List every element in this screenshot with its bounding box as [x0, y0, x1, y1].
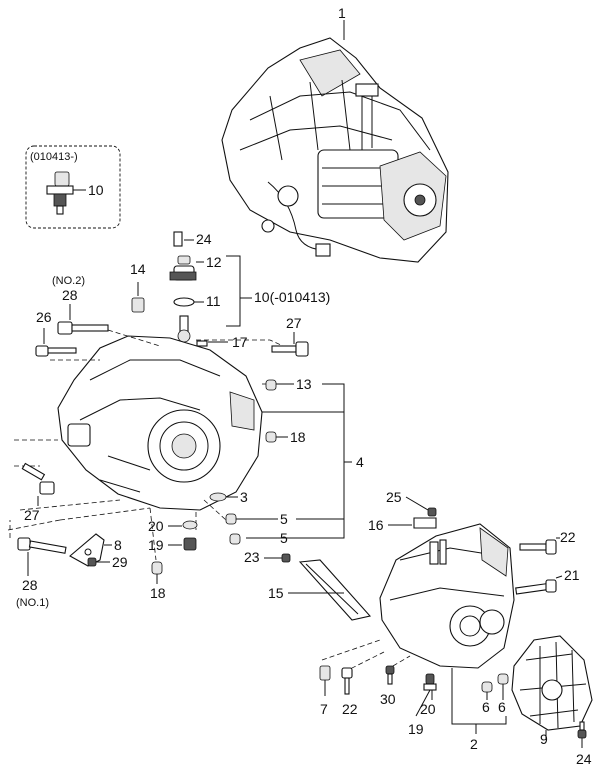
speed-sensor-stack [169, 231, 208, 347]
label-part-24-top: 24 [196, 231, 212, 247]
part-26-bolt [35, 345, 77, 357]
label-part-29: 29 [112, 554, 128, 570]
label-part-21: 21 [564, 567, 580, 583]
part-6-pin-a [481, 681, 493, 693]
label-part-28-top-note: (NO.2) [52, 275, 85, 287]
part-13-plug [265, 379, 277, 391]
label-part-19-bottom: 19 [408, 721, 424, 737]
part-27-right-bolt [271, 341, 309, 357]
inset-part-label: 10 [88, 182, 104, 198]
part-21-bolt [515, 579, 557, 595]
label-part-17: 17 [232, 334, 248, 350]
part-19-plug-left [183, 537, 197, 551]
part-9-cover [511, 635, 593, 731]
part-8-bracket [69, 533, 105, 567]
label-part-14: 14 [130, 261, 146, 277]
label-part-27-left: 27 [24, 507, 40, 523]
label-part-10-date: 10(-010413) [254, 289, 330, 305]
part-18-right-pin [265, 431, 277, 443]
part-19-20-bottom [423, 673, 437, 691]
part-20-washer-left [182, 520, 198, 530]
part-22-top-bolt [519, 539, 557, 555]
part-6-pin-b [497, 673, 509, 685]
label-part-20-left: 20 [148, 518, 164, 534]
label-part-19-left: 19 [148, 537, 164, 553]
part-5-pin-b [229, 533, 241, 545]
inset-date-label: (010413-) [30, 151, 78, 163]
label-part-28-bottom: 28 [22, 577, 38, 593]
label-part-6-b: 6 [498, 699, 506, 715]
part-7-clip [319, 665, 331, 681]
label-part-22-bottom: 22 [342, 701, 358, 717]
part-25-bolt [427, 507, 437, 517]
part-3-washer [209, 492, 227, 502]
label-part-13: 13 [296, 376, 312, 392]
label-part-7: 7 [320, 701, 328, 717]
part-14-plug [131, 282, 145, 313]
part-5-pin-a [225, 513, 237, 525]
label-part-23: 23 [244, 549, 260, 565]
label-part-22-top: 22 [560, 529, 576, 545]
label-part-6-a: 6 [482, 699, 490, 715]
clutch-housing-casting [57, 335, 263, 511]
label-part-5-b: 5 [280, 530, 288, 546]
part-28-lower-bolt [17, 537, 67, 554]
label-part-2: 2 [470, 736, 478, 752]
label-part-1: 1 [338, 5, 346, 21]
part-15-oil-guide [298, 559, 372, 621]
label-part-15: 15 [268, 585, 284, 601]
label-part-5-a: 5 [280, 511, 288, 527]
part-29-nut [87, 557, 97, 567]
label-part-28-top: 28 [62, 287, 78, 303]
label-part-12: 12 [206, 254, 222, 270]
label-part-18-right: 18 [290, 429, 306, 445]
inset-speed-sensor [46, 171, 74, 215]
label-part-26: 26 [36, 309, 52, 325]
label-part-3: 3 [240, 489, 248, 505]
part-16-bracket [413, 517, 437, 529]
part-27-left-bolt [21, 462, 55, 495]
label-part-11: 11 [206, 293, 221, 309]
label-part-30: 30 [380, 691, 396, 707]
part-28-upper-bolt [57, 321, 109, 335]
part-23-bolt [281, 553, 291, 563]
transaxle-assembly: 1 [221, 5, 449, 263]
transmission-case [379, 523, 515, 669]
label-part-20-bottom: 20 [420, 701, 436, 717]
label-part-4: 4 [356, 454, 364, 470]
label-part-9: 9 [540, 731, 548, 747]
part-18-bottom-pin [151, 561, 163, 575]
label-part-18-bottom: 18 [150, 585, 166, 601]
label-part-28-bottom-note: (NO.1) [16, 597, 49, 609]
label-part-8: 8 [114, 537, 122, 553]
part-30-bolt [385, 665, 395, 685]
label-part-24-bottom: 24 [576, 751, 592, 767]
part-22-bottom-bolt [341, 667, 353, 695]
inset-sensor-box: (010413-) 10 [25, 145, 121, 229]
label-part-27-right: 27 [286, 315, 302, 331]
label-part-16: 16 [368, 517, 384, 533]
label-part-25: 25 [386, 489, 402, 505]
